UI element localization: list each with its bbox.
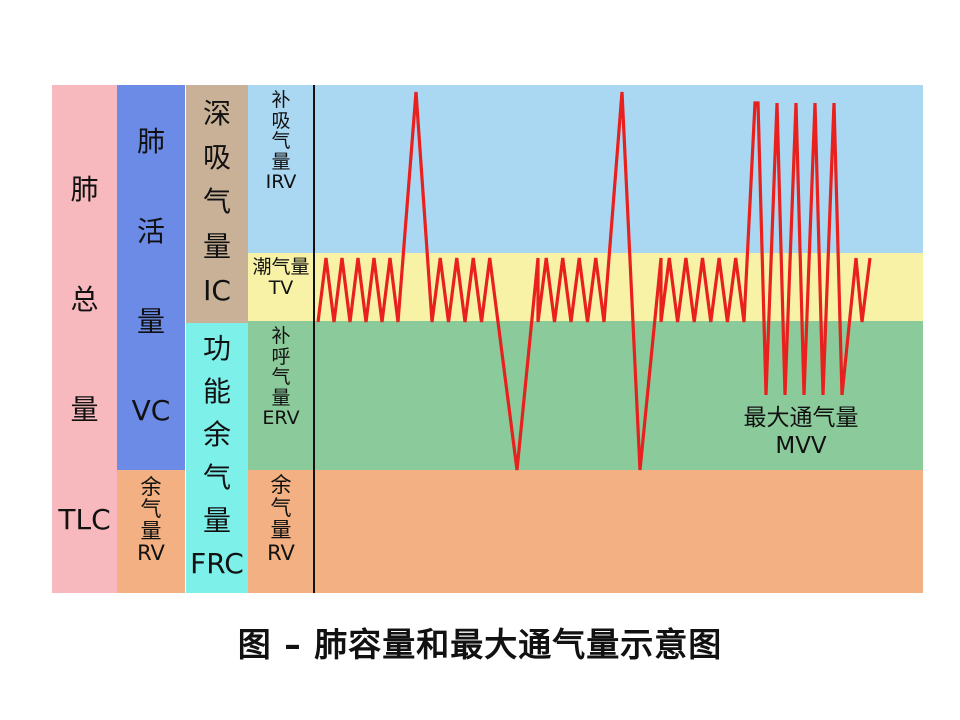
frc-char: 能 <box>202 374 231 408</box>
tlc-column: 肺 总 量 TLC <box>52 85 117 593</box>
ic-column: 深 吸 气 量 IC <box>186 85 248 323</box>
ic-char: 气 <box>202 185 231 219</box>
frc-char: 功 <box>202 331 231 365</box>
erv-band <box>248 321 923 470</box>
rv-band-char: 气 <box>270 495 292 520</box>
irv-abbr: IRV <box>265 171 297 194</box>
ic-char: 吸 <box>202 140 231 174</box>
erv-abbr: ERV <box>262 407 300 430</box>
vc-abbr: VC <box>131 394 171 428</box>
rv-band <box>248 470 923 593</box>
erv-char: 气 <box>271 366 291 389</box>
vc-char: 肺 <box>136 125 165 159</box>
ic-abbr: IC <box>203 274 231 308</box>
tlc-char: 肺 <box>70 173 99 207</box>
irv-char: 吸 <box>271 109 291 132</box>
volume-trace-line <box>316 91 872 471</box>
irv-label: 补 吸 气 量 IRV <box>248 90 314 193</box>
ic-char: 量 <box>202 229 231 263</box>
erv-char: 补 <box>271 325 291 347</box>
tv-abbr: TV <box>268 276 294 299</box>
irv-char: 补 <box>271 89 291 111</box>
rv-band-char: 余 <box>270 473 292 497</box>
tlc-abbr: TLC <box>58 503 111 537</box>
mvv-abbr: MVV <box>775 432 827 459</box>
mvv-label: 最大通气量 MVV <box>740 405 862 460</box>
rv-band-label: 余 气 量 RV <box>248 474 314 565</box>
figure-caption: 图 – 肺容量和最大通气量示意图 <box>237 625 723 664</box>
frc-char: 气 <box>202 460 231 494</box>
mvv-text: 最大通气量 <box>743 405 859 431</box>
rv-abbr: RV <box>137 541 165 566</box>
rv-char: 量 <box>140 519 162 544</box>
ic-char: 深 <box>202 96 231 130</box>
erv-label: 补 呼 气 量 ERV <box>248 326 314 429</box>
rv-char: 余 <box>140 475 162 499</box>
irv-char: 量 <box>271 150 291 173</box>
erv-char: 量 <box>271 386 291 409</box>
tv-text: 潮气量 <box>252 256 310 278</box>
vc-column: 肺 活 量 VC <box>117 85 185 470</box>
frc-abbr: FRC <box>190 546 244 580</box>
vc-char: 活 <box>136 214 165 248</box>
irv-char: 气 <box>271 130 291 153</box>
rv-char: 气 <box>140 497 162 522</box>
rv-band-abbr: RV <box>267 541 295 566</box>
tv-label: 潮气量 TV <box>248 257 314 299</box>
frc-char: 量 <box>202 503 231 537</box>
rv-column: 余 气 量 RV <box>117 470 185 593</box>
vertical-axis-line <box>313 85 315 593</box>
tlc-char: 总 <box>70 283 99 317</box>
rv-band-char: 量 <box>270 518 292 543</box>
frc-column: 功 能 余 气 量 FRC <box>186 323 248 593</box>
tlc-char: 量 <box>70 393 99 427</box>
vc-char: 量 <box>136 304 165 338</box>
erv-char: 呼 <box>271 345 291 368</box>
frc-char: 余 <box>202 417 231 451</box>
